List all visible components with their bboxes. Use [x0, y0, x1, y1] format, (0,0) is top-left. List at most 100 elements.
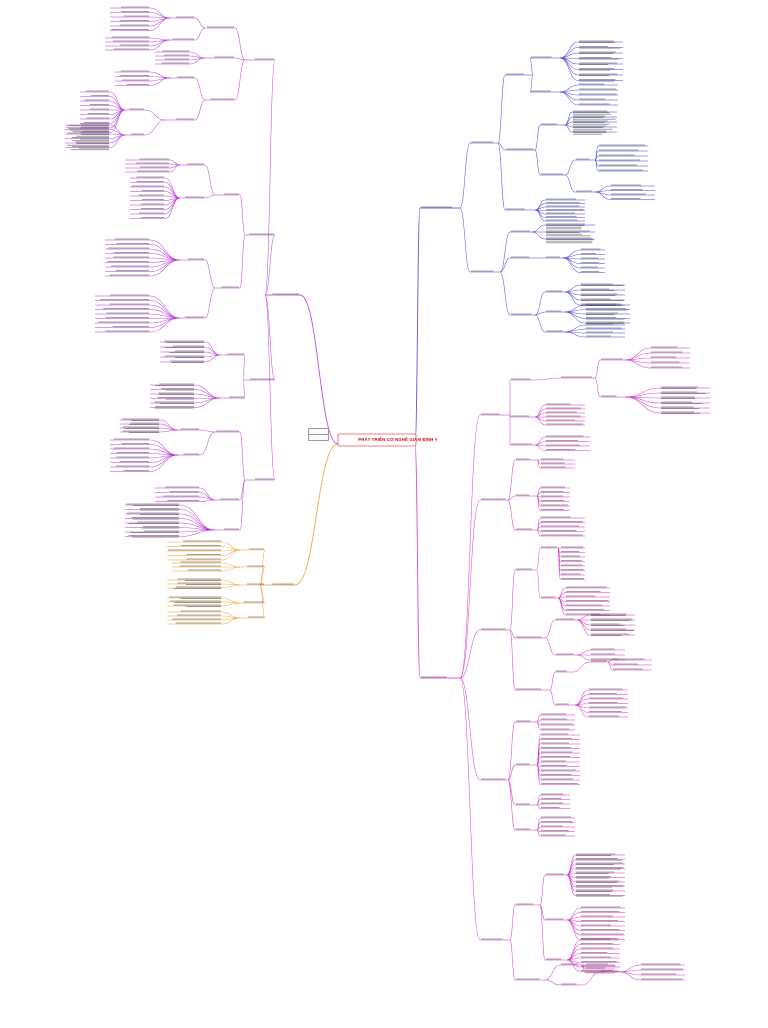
- sub-topic: [599, 144, 646, 146]
- sub-topic: [561, 569, 584, 570]
- sub-topic: [546, 290, 563, 292]
- sub-topic: [131, 517, 179, 520]
- sub-topic: [576, 853, 616, 856]
- sub-topic: [254, 58, 274, 60]
- sub-topic: [581, 965, 616, 967]
- sub-topic: [138, 212, 164, 214]
- sub-topic: [541, 793, 564, 795]
- sub-topic: [613, 663, 639, 665]
- sub-topic: [591, 613, 627, 616]
- branch-connector: [574, 704, 589, 718]
- branch-connector: [239, 194, 246, 236]
- main-topic: [272, 293, 299, 295]
- sub-topic: [541, 728, 570, 730]
- sub-topic: [586, 331, 613, 333]
- sub-topic: [106, 312, 149, 314]
- sub-topic: [170, 360, 204, 363]
- sub-topic: [169, 491, 199, 492]
- sub-topic: [579, 62, 617, 65]
- branch-connector: [221, 541, 241, 551]
- sub-topic: [115, 270, 149, 271]
- sub-topic: [661, 391, 706, 394]
- root-topic[interactable]: PHÁT TRIỂN CƠ NGHỀ GIÁM ĐỊNH Y: [358, 437, 438, 442]
- sub-topic: [113, 438, 149, 440]
- sub-topic: [541, 530, 577, 531]
- branch-connector: [264, 294, 276, 381]
- sub-topic: [84, 99, 109, 101]
- sub-topic: [546, 444, 580, 446]
- sub-topic: [142, 526, 179, 529]
- sub-topic: [573, 115, 616, 120]
- branch-connector: [239, 431, 246, 481]
- sub-topic: [158, 392, 194, 395]
- branch-connector: [149, 257, 181, 261]
- branch-connector: [507, 495, 516, 501]
- sub-topic: [177, 578, 221, 581]
- legend-item: [308, 434, 329, 441]
- sub-topic: [546, 310, 562, 312]
- sub-topic: [531, 90, 551, 92]
- sub-topic: [98, 321, 149, 323]
- branch-connector: [459, 414, 481, 679]
- sub-topic: [130, 530, 179, 533]
- sub-topic: [250, 378, 274, 380]
- branch-connector: [544, 619, 556, 639]
- sub-topic: [176, 16, 194, 18]
- sub-topic: [165, 486, 199, 488]
- sub-topic: [181, 545, 221, 546]
- branch-connector: [109, 134, 126, 144]
- sub-topic: [581, 283, 624, 286]
- branch-connector: [557, 597, 566, 616]
- sub-topic: [613, 658, 645, 660]
- branch-connector: [564, 291, 581, 306]
- sub-topic: [546, 449, 576, 450]
- sub-topic: [573, 130, 607, 135]
- sub-topic: [541, 807, 560, 808]
- branch-connector: [149, 454, 179, 463]
- branch-connector: [189, 55, 206, 59]
- sub-topic: [541, 718, 568, 720]
- sub-topic: [248, 548, 264, 550]
- sub-topic: [576, 190, 592, 192]
- sub-topic: [111, 29, 149, 30]
- sub-topic: [589, 702, 618, 703]
- sub-topic: [167, 500, 199, 501]
- sub-topic: [116, 456, 149, 458]
- sub-topic: [121, 418, 159, 421]
- sub-topic: [556, 653, 574, 655]
- sub-topic: [586, 971, 606, 973]
- sub-topic: [177, 582, 221, 585]
- sub-topic: [546, 411, 577, 413]
- sub-topic: [471, 141, 494, 143]
- branch-connector: [499, 271, 511, 316]
- sub-topic: [121, 79, 149, 81]
- sub-topic: [112, 326, 149, 327]
- sub-topic: [136, 162, 169, 164]
- branch-connector: [149, 39, 171, 51]
- branch-connector: [164, 197, 181, 219]
- sub-topic: [481, 498, 506, 500]
- sub-topic: [651, 361, 680, 363]
- main-topic: [421, 206, 453, 208]
- branch-connector: [536, 721, 541, 731]
- sub-topic: [172, 618, 221, 620]
- sub-topic: [586, 963, 608, 965]
- sub-topic: [641, 968, 683, 970]
- sub-topic: [541, 747, 572, 748]
- branch-connector: [594, 359, 601, 379]
- sub-topic: [591, 658, 619, 660]
- sub-topic: [541, 516, 571, 518]
- sub-topic: [546, 330, 564, 332]
- sub-topic: [541, 462, 565, 464]
- sub-topic: [126, 512, 179, 515]
- sub-topic: [546, 403, 571, 405]
- sub-topic: [556, 670, 567, 672]
- branch-connector: [576, 614, 591, 621]
- branch-connector: [169, 164, 181, 173]
- branch-connector: [234, 59, 246, 101]
- branch-connector: [566, 859, 576, 876]
- sub-topic: [546, 415, 581, 417]
- sub-topic: [70, 146, 109, 151]
- branch-connector: [194, 397, 221, 408]
- sub-topic: [546, 212, 576, 214]
